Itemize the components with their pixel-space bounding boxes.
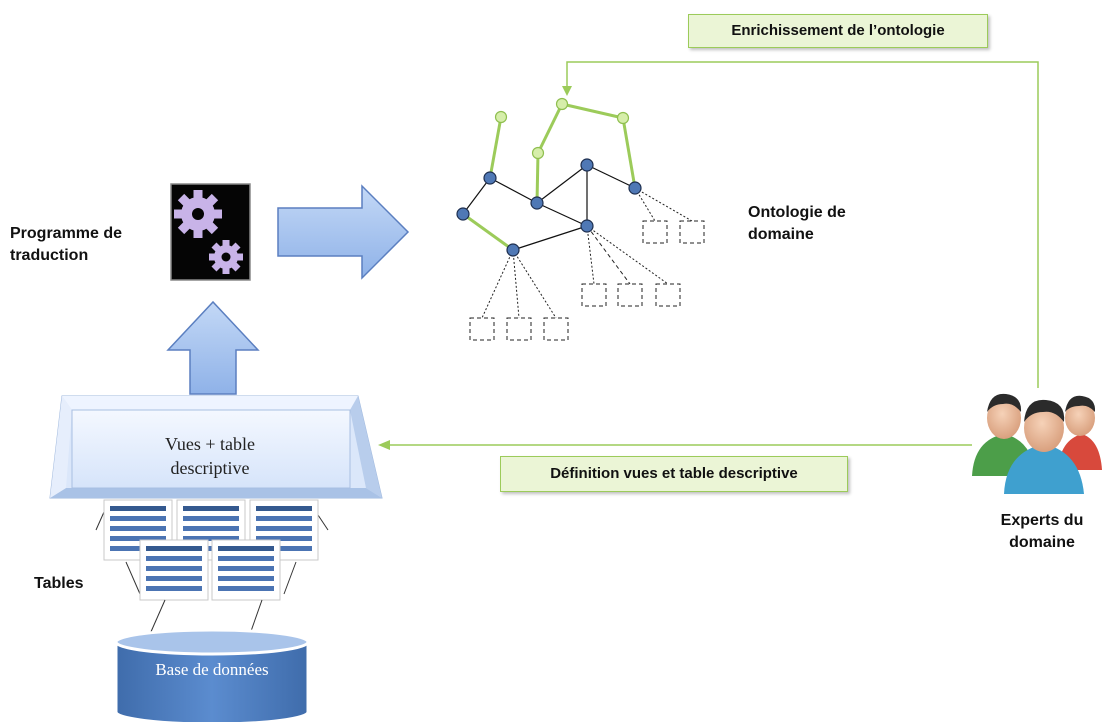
experts-label: Experts du domaine (1000, 512, 1084, 551)
ontology-graph (456, 97, 705, 341)
table-icon-5 (211, 539, 281, 601)
views-box (49, 395, 383, 499)
enrichment-connector (562, 61, 1039, 388)
definition-tag: Définition vues et table descriptive (500, 456, 848, 492)
users-icon (972, 393, 1102, 494)
translation-arrow (277, 184, 410, 280)
tables-label: Tables (34, 575, 84, 592)
table-icon-4 (139, 539, 209, 601)
database-label: Base de données (155, 660, 269, 679)
ontology-label: Ontologie de domaine (748, 204, 846, 243)
tables-group (95, 499, 329, 635)
gears-icon (170, 183, 251, 281)
enrichment-tag: Enrichissement de l’ontologie (688, 14, 988, 48)
translator-label: Programme de traduction (10, 225, 123, 264)
definition-connector (378, 440, 972, 450)
views-label: Vues + table descriptive (164, 434, 256, 478)
up-arrow (166, 300, 260, 395)
database-icon (114, 628, 310, 722)
